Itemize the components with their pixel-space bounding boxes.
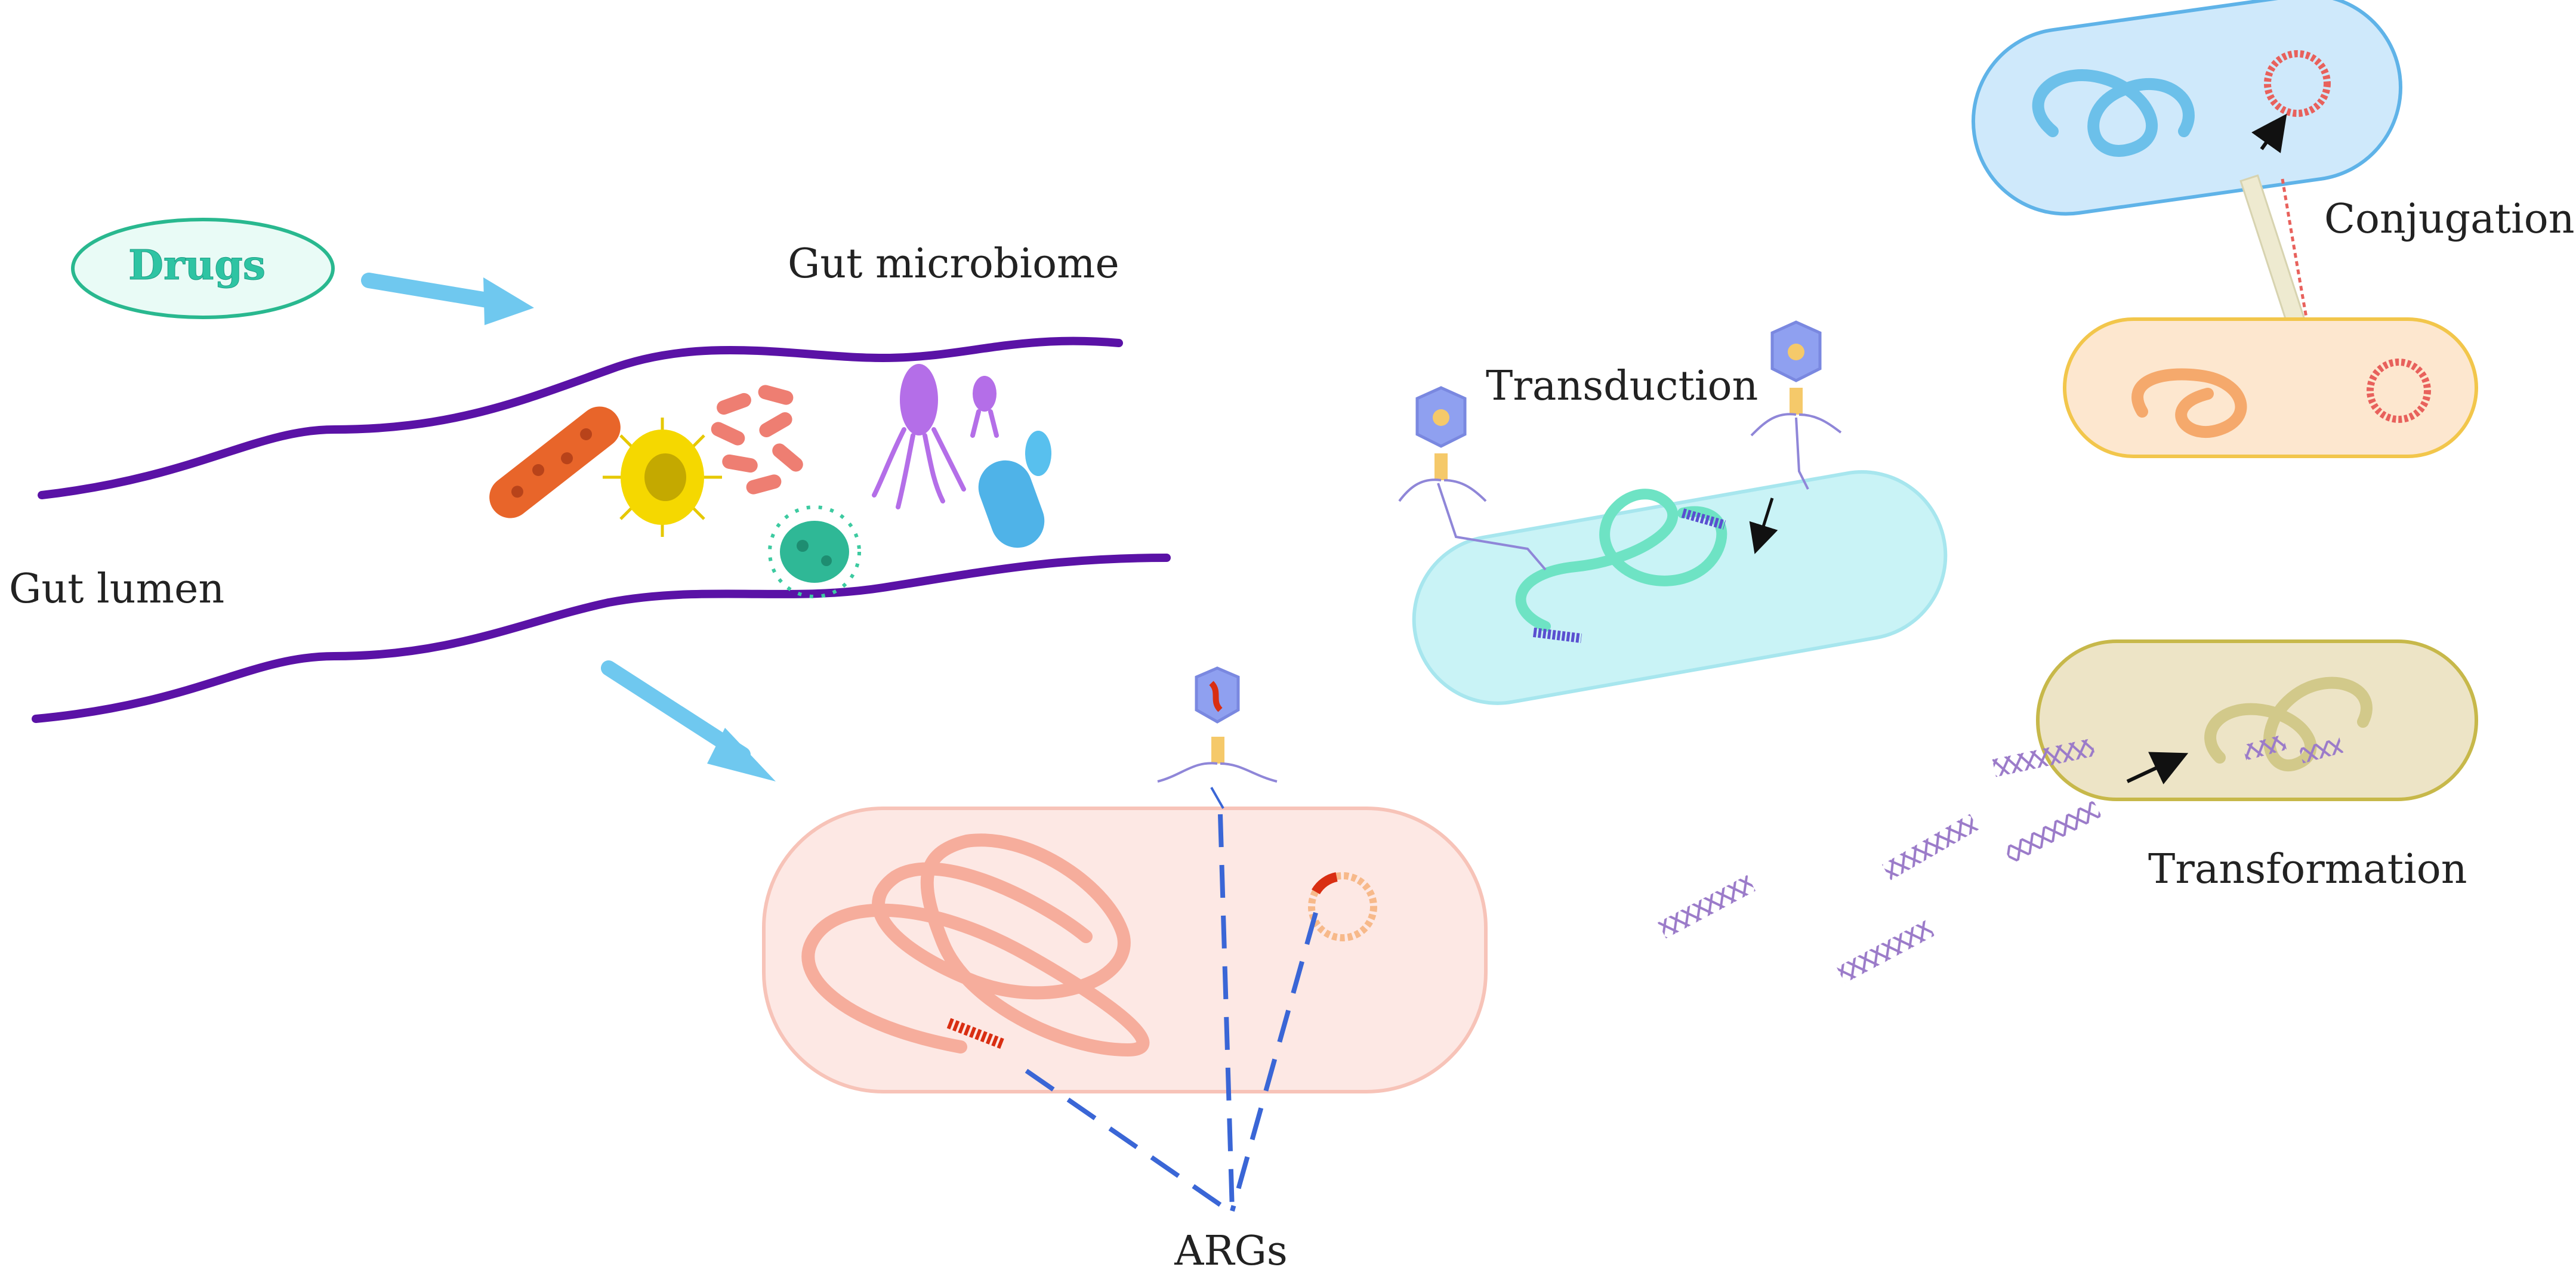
args-lines xyxy=(1025,814,1318,1213)
plasmid-icon xyxy=(2264,50,2331,117)
gut-wall-lower xyxy=(32,554,1171,723)
chromosome xyxy=(801,833,1150,1057)
transduction-group: Transduction xyxy=(1398,320,1948,705)
chromosome xyxy=(2204,676,2373,771)
dna-helix-icon xyxy=(1657,875,1756,939)
plasmid-icon xyxy=(1308,872,1377,941)
chromosome xyxy=(2131,368,2247,438)
gut-microbiome-label: Gut microbiome xyxy=(788,240,1119,288)
chromosome xyxy=(1515,489,1727,632)
gut-wall-upper xyxy=(38,336,1123,499)
transformation-group: Transformation xyxy=(1657,639,2478,984)
transduction-cell xyxy=(1412,470,1948,705)
drugs-ellipse xyxy=(71,218,335,319)
transformation-label: Transformation xyxy=(2148,846,2467,893)
bacterium-icon xyxy=(872,364,999,509)
recipient-cell xyxy=(2063,317,2478,458)
flow-arrow-icon xyxy=(361,273,534,325)
bacterium-icon xyxy=(711,385,803,495)
dna-helix-icon xyxy=(2003,800,2102,864)
bacterium-icon xyxy=(978,431,1051,548)
conjugation-group: Conjugation xyxy=(1971,0,2575,458)
phage-icon xyxy=(1157,666,1278,809)
dna-helix-icon xyxy=(1992,738,2096,777)
phage-icon xyxy=(1750,320,1842,490)
arg-gene-chromosomal xyxy=(946,1018,1005,1049)
bacterium-icon xyxy=(768,505,861,598)
transduction-arrow xyxy=(1749,498,1778,554)
transformation-arrow xyxy=(2126,752,2189,784)
transduction-label: Transduction xyxy=(1486,363,1758,410)
dna-helix-icon xyxy=(1836,919,1935,984)
dna-helix-icon xyxy=(1881,814,1979,880)
transformation-cell xyxy=(2036,639,2478,801)
drugs-group: Drugs xyxy=(71,218,534,325)
gut-region: Gut microbiome Gut lumen xyxy=(9,240,1171,723)
bacterium-icon xyxy=(603,418,722,537)
flow-arrow-icon xyxy=(601,660,776,781)
chromosome xyxy=(2032,69,2195,157)
args-label: ARGs xyxy=(1174,1228,1288,1275)
drugs-label: Drugs xyxy=(128,242,266,289)
host-bacterium: ARGs xyxy=(762,666,1488,1275)
phage-icon xyxy=(1398,386,1547,571)
conjugation-label: Conjugation xyxy=(2324,196,2575,243)
gut-lumen-label: Gut lumen xyxy=(9,566,224,613)
bacterium-icon xyxy=(489,406,621,518)
conjugation-arrow xyxy=(2251,113,2287,153)
plasmid-icon xyxy=(2367,359,2431,423)
